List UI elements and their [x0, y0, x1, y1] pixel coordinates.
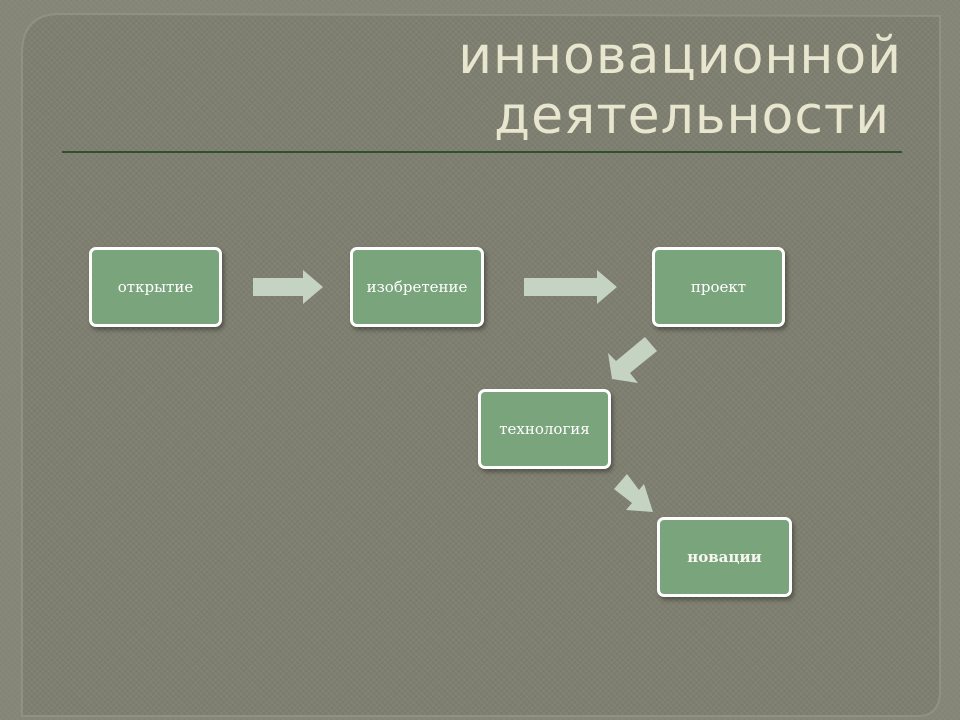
node-project[interactable]: проект — [652, 247, 785, 327]
arrow-discovery-to-invention — [253, 270, 323, 304]
title-line-3: деятельности — [494, 86, 890, 146]
title-line-2: инновационной — [458, 26, 902, 86]
node-technology[interactable]: технология — [478, 389, 611, 469]
node-label: технология — [499, 420, 590, 438]
node-label: проект — [690, 278, 747, 296]
node-novations[interactable]: новации — [657, 517, 792, 597]
node-label: открытие — [117, 278, 194, 296]
node-discovery[interactable]: открытие — [89, 247, 222, 327]
arrow-project-to-technology — [608, 337, 657, 383]
node-label: изобретение — [366, 278, 468, 296]
node-label: новации — [687, 548, 762, 566]
slide-title: инновационной деятельности — [142, 0, 902, 146]
arrow-invention-to-project — [524, 270, 617, 304]
node-invention[interactable]: изобретение — [350, 247, 484, 327]
title-divider — [62, 151, 902, 153]
arrow-technology-to-novations — [614, 474, 653, 512]
